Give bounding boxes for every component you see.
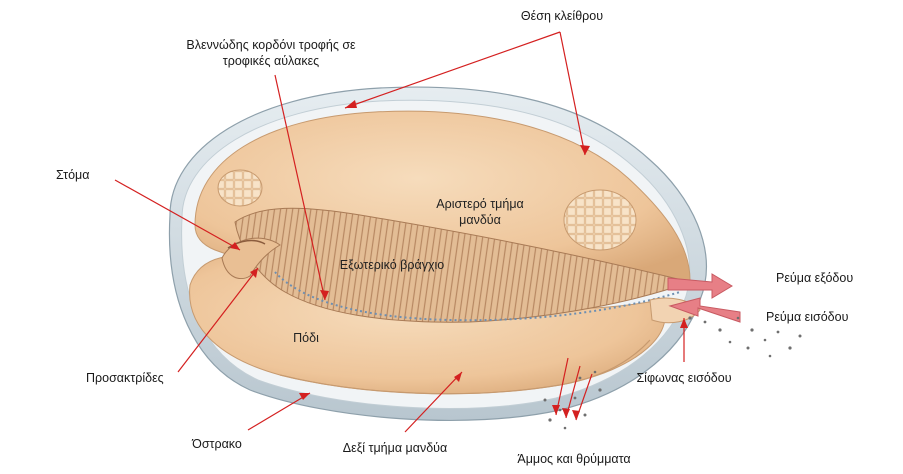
particles: [543, 316, 802, 430]
label-mucus-cord-line2: τροφικές αύλακες: [222, 54, 320, 68]
food-groove: [274, 271, 681, 322]
exhalant-current-arrow: [667, 273, 733, 299]
label-inhalant-current: Ρεύμα εισόδου: [766, 310, 849, 324]
label-exhalant-current: Ρεύμα εξόδου: [776, 271, 854, 285]
label-shell: Όστρακο: [192, 437, 242, 451]
label-labial-palps: Προσακτρίδες: [86, 371, 164, 385]
right-mantle-fold: [279, 339, 651, 395]
pointer-labial-palps: [177, 267, 259, 373]
label-sand-debris: Άμμος και θρύμματα: [517, 452, 631, 466]
anterior-adductor: [217, 169, 263, 207]
label-inhalant-siphon: Σίφωνας εισόδου: [636, 371, 732, 385]
pointer-arrowheads: [230, 100, 688, 420]
mouth-opening: [227, 239, 266, 249]
pointer-shell: [247, 392, 311, 431]
label-clavicle-position: Θέση κλείθρου: [520, 9, 604, 23]
posterior-adductor: [563, 189, 637, 251]
label-mouth: Στόμα: [56, 168, 90, 182]
label-mucus-cord-line1: Βλεννώδης κορδόνι τροφής σε: [186, 38, 356, 52]
label-foot: Πόδι: [293, 331, 319, 345]
pointer-mouth: [114, 179, 241, 251]
pointer-clavicle-2: [559, 31, 586, 156]
outer-gill: [234, 207, 692, 323]
label-left-mantle-line1: Αριστερό τμήμα: [436, 197, 524, 211]
label-outer-gill: Εξωτερικό βράγχιο: [339, 258, 445, 272]
pointer-lines: [114, 31, 685, 433]
label-left-mantle-line2: μανδύα: [459, 213, 501, 227]
label-right-mantle: Δεξί τμήμα μανδύα: [342, 441, 448, 455]
pointer-clavicle-1: [344, 31, 561, 109]
pointer-right-mantle: [404, 371, 463, 433]
pointer-mucus-cord: [274, 74, 326, 301]
inhalant-current-arrow: [668, 297, 741, 323]
